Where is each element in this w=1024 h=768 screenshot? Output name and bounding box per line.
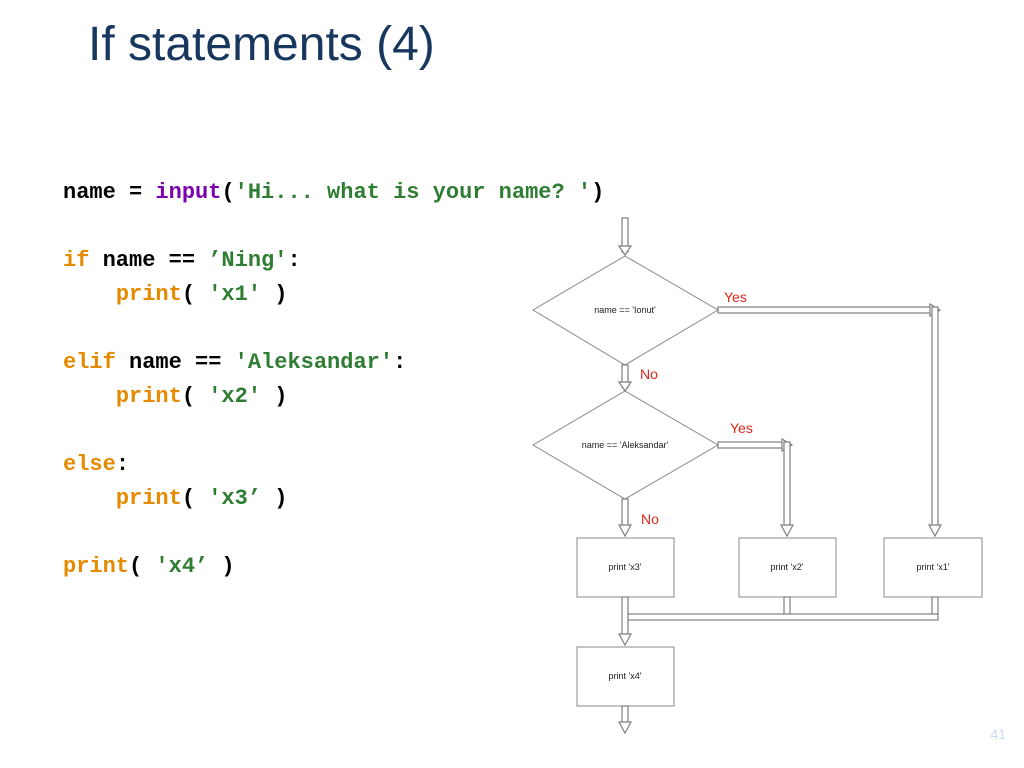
code-paren-close: )	[261, 282, 288, 307]
code-paren-close: )	[261, 384, 288, 409]
code-string: 'Hi... what is your name? '	[234, 180, 592, 205]
code-builtin: print	[63, 554, 130, 579]
code-colon: :	[393, 350, 407, 375]
code-line-2: if name == ’Ning':	[63, 244, 301, 278]
code-assign: =	[115, 180, 156, 205]
yes2-label: Yes	[730, 420, 753, 436]
code-condition: name ==	[115, 350, 235, 375]
process-box-x2	[738, 537, 837, 598]
process-box-x1-label: print 'x1'	[917, 562, 950, 572]
flow-exit-arrow	[617, 705, 633, 735]
code-paren-close: )	[591, 180, 605, 205]
code-keyword: elif	[63, 350, 116, 375]
yes2-connector	[717, 437, 795, 538]
code-builtin: print	[115, 282, 182, 307]
code-paren-open: (	[181, 486, 209, 511]
code-line-1: name = input('Hi... what is your name? '…	[63, 176, 604, 210]
code-string: 'Aleksandar'	[234, 350, 394, 375]
code-keyword: else	[63, 452, 116, 477]
code-colon: :	[115, 452, 130, 477]
yes1-connector	[717, 302, 943, 538]
merge-connector	[617, 596, 939, 647]
no2-label: No	[641, 511, 659, 527]
code-line-7: print( 'x3’ )	[63, 482, 288, 516]
code-string: 'x4’	[155, 554, 209, 579]
process-box-x2-label: print 'x2'	[771, 562, 804, 572]
flow-entry-arrow	[617, 217, 633, 257]
yes1-label: Yes	[724, 289, 747, 305]
code-paren-open: (	[221, 180, 235, 205]
code-colon: :	[287, 248, 301, 273]
process-box-x4	[576, 646, 675, 707]
code-builtin: print	[115, 486, 182, 511]
process-box-x3-label: print 'x3'	[609, 562, 642, 572]
code-var: name	[63, 180, 116, 205]
code-paren-open: (	[181, 384, 209, 409]
code-line-5: print( 'x2' )	[63, 380, 288, 414]
code-paren-close: )	[208, 554, 235, 579]
no1-connector	[617, 364, 633, 393]
no2-connector	[617, 498, 633, 538]
code-builtin: input	[155, 180, 222, 205]
code-keyword: if	[63, 248, 90, 273]
decision-2-label: name == 'Aleksandar'	[582, 440, 669, 450]
code-condition: name ==	[89, 248, 209, 273]
code-string: 'x3’	[208, 486, 262, 511]
code-string: ’Ning'	[208, 248, 288, 273]
process-box-x1	[883, 537, 983, 598]
no1-label: No	[640, 366, 658, 382]
code-line-8: print( 'x4’ )	[63, 550, 235, 584]
page-number: 41	[990, 726, 1006, 742]
code-paren-close: )	[261, 486, 288, 511]
code-string: 'x2'	[208, 384, 262, 409]
code-string: 'x1'	[208, 282, 262, 307]
code-line-3: print( 'x1' )	[63, 278, 288, 312]
code-builtin: print	[115, 384, 182, 409]
code-line-4: elif name == 'Aleksandar':	[63, 346, 406, 380]
code-paren-open: (	[181, 282, 209, 307]
slide-title: If statements (4)	[88, 18, 435, 71]
code-line-6: else:	[63, 448, 129, 482]
decision-1-label: name == 'Ionut'	[594, 305, 656, 315]
code-paren-open: (	[129, 554, 156, 579]
process-box-x4-label: print 'x4'	[609, 671, 642, 681]
